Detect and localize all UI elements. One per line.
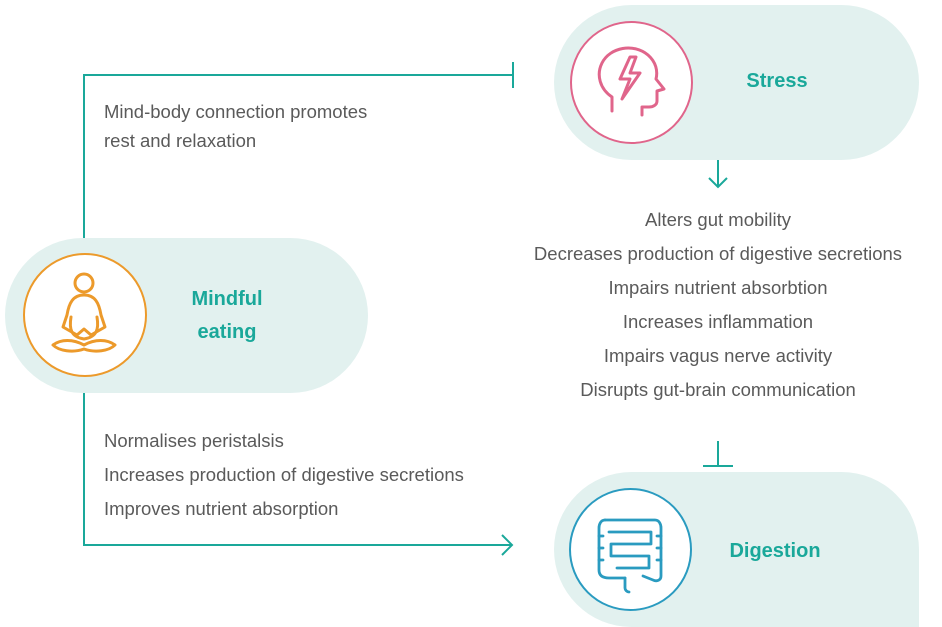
mindful-effect-item: Normalises peristalsis [104,430,284,451]
stress-effect-item: Alters gut mobility [645,209,791,230]
mindful-effect-item: Increases production of digestive secret… [104,464,464,485]
stress-effects-list: Alters gut mobility Decreases production… [490,203,942,407]
mindful-icon-circle [23,253,147,377]
mind-body-text-line1: Mind-body connection promotes [104,101,368,122]
mindful-label-line1: Mindful [191,288,263,310]
mindful-to-digestion-connector [83,390,512,546]
stress-effect-item: Decreases production of digestive secret… [533,243,903,264]
stress-effect-item: Increases inflammation [622,311,814,332]
intestine-icon [597,518,663,594]
stress-icon-circle [570,21,693,144]
stress-effect-item: Impairs vagus nerve activity [603,345,833,366]
head-lightning-icon [597,46,666,117]
mind-body-text-line2: rest and relaxation [104,130,257,151]
mindful-effects-list: Normalises peristalsis Increases product… [104,424,464,526]
mindful-effect-item: Improves nutrient absorption [104,498,339,519]
meditation-person-icon [51,272,117,353]
stress-down-arrowhead [708,177,728,189]
stress-label: Stress [746,70,808,92]
stress-effect-item: Impairs nutrient absorbtion [608,277,828,298]
mindful-label-line2: eating [197,321,257,343]
digestion-icon-circle [569,488,692,611]
digestion-label: Digestion [729,540,821,562]
stress-effect-item: Disrupts gut-brain communication [580,379,856,400]
digestion-arrowhead [501,534,514,556]
mindful-to-stress-connector [83,74,513,238]
